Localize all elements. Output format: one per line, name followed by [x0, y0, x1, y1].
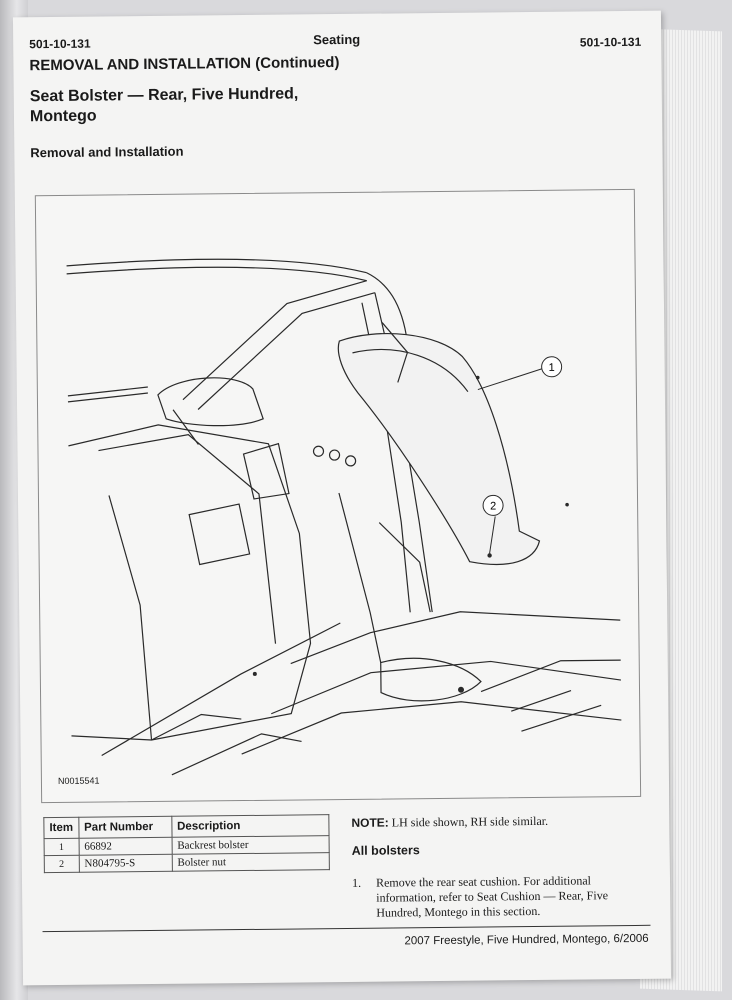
callout-2-label: 2	[490, 500, 496, 512]
table-row: 2 N804795-S Bolster nut	[44, 852, 330, 873]
footer-divider	[42, 924, 651, 933]
parts-table-header: Item Part Number Description	[43, 814, 329, 839]
section-title: REMOVAL AND INSTALLATION (Continued)	[29, 54, 340, 75]
col-part-number: Part Number	[78, 816, 172, 839]
all-bolsters-heading: All bolsters	[351, 843, 420, 858]
description-cell: Bolster nut	[171, 852, 330, 872]
manual-page: 501-10-131 Seating 501-10-131 REMOVAL AN…	[12, 10, 672, 986]
page-number-left: 501-10-131	[29, 36, 91, 52]
page-footer: 2007 Freestyle, Five Hundred, Montego, 6…	[404, 932, 649, 948]
subject-title-line1: Seat Bolster — Rear, Five Hundred,	[29, 85, 299, 106]
subject-title-line2: Montego	[29, 107, 97, 126]
step-text: Remove the rear seat cushion. For additi…	[375, 873, 609, 920]
note-label: NOTE:	[351, 815, 389, 830]
section-header: Seating	[313, 31, 361, 48]
callout-1: 1	[541, 356, 563, 378]
col-description: Description	[171, 814, 329, 838]
vehicle-interior-illustration: 1 2	[66, 258, 622, 776]
callout-2: 2	[482, 494, 504, 516]
item-cell: 2	[44, 855, 80, 873]
illustration-figure: 1 2 N0015541	[34, 188, 642, 804]
part-number-cell: N804795-S	[78, 854, 173, 873]
procedure-step: 1. Remove the rear seat cushion. For add…	[352, 873, 632, 921]
procedure-title: Removal and Installation	[30, 143, 184, 161]
callout-1-label: 1	[549, 362, 555, 374]
description-cell: Backrest bolster	[171, 835, 329, 855]
col-item: Item	[43, 817, 79, 839]
step-number: 1.	[351, 875, 362, 890]
figure-id: N0015541	[57, 775, 100, 786]
item-cell: 1	[44, 838, 79, 856]
note: NOTE: LH side shown, RH side similar.	[351, 814, 548, 831]
page-number-right: 501-10-131	[579, 34, 642, 50]
subject-title: Seat Bolster — Rear, Five Hundred, Monte…	[30, 84, 299, 127]
part-number-cell: 66892	[78, 837, 172, 856]
parts-table: Item Part Number Description 1 66892 Bac…	[43, 814, 330, 873]
note-text: LH side shown, RH side similar.	[391, 813, 549, 830]
